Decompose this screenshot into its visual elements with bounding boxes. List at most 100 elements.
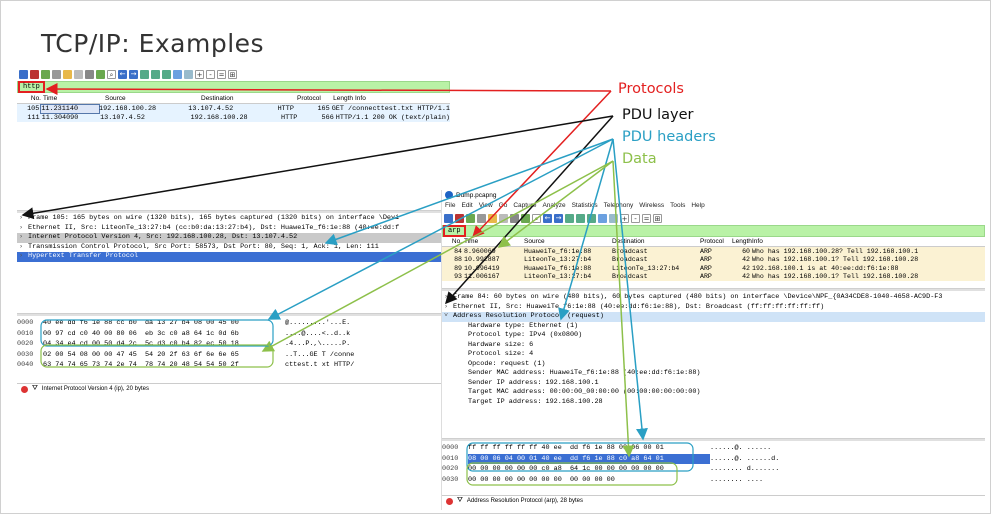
hex-ascii[interactable]: @.........'...E. xyxy=(285,319,351,327)
display-filter-bar[interactable]: http xyxy=(17,81,450,93)
detail-frame[interactable]: ›Frame 84: 60 bytes on wire (480 bits), … xyxy=(442,293,985,303)
hex-ascii[interactable]: ......@. ......d. xyxy=(710,454,780,463)
packet-row[interactable]: 88 10.992887 LiteonTe_13:27:b4 Broadcast… xyxy=(442,255,985,264)
arp-field[interactable]: Hardware type: Ethernet (1) xyxy=(468,321,579,330)
menu-go[interactable]: Go xyxy=(498,202,508,209)
shark-fin-icon[interactable] xyxy=(19,69,28,79)
col-length[interactable]: Length xyxy=(732,238,752,245)
zoom-reset-icon[interactable]: = xyxy=(217,69,226,79)
display-filter-bar[interactable]: arp xyxy=(442,225,985,237)
hex-bytes[interactable]: 63 74 74 65 73 74 2e 74 78 74 20 48 54 5… xyxy=(43,361,239,369)
hex-ascii[interactable]: .4...P.,\.....P. xyxy=(285,340,351,348)
colorize-icon[interactable] xyxy=(184,69,193,79)
hex-bytes[interactable]: 00 00 00 00 00 00 c0 a8 64 1c 00 00 00 0… xyxy=(468,465,664,473)
options-icon[interactable] xyxy=(477,213,486,223)
chevron-right-icon[interactable]: › xyxy=(444,302,449,311)
save-icon[interactable] xyxy=(499,213,508,223)
col-source[interactable]: Source xyxy=(524,238,545,245)
reload-icon[interactable] xyxy=(96,69,105,79)
col-no[interactable]: No. xyxy=(30,94,41,102)
autoscroll-icon[interactable] xyxy=(173,69,182,79)
menu-analyze[interactable]: Analyze xyxy=(542,202,566,209)
hex-bytes[interactable]: 02 00 54 08 00 00 47 45 54 20 2f 63 6f 6… xyxy=(43,350,239,359)
hex-ascii[interactable]: ........ .... xyxy=(710,475,764,484)
arp-field[interactable]: Sender MAC address: HuaweiTe_f6:1e:88 (4… xyxy=(468,369,701,377)
open-file-icon[interactable] xyxy=(488,213,497,223)
menu-view[interactable]: View xyxy=(478,202,493,209)
detail-arp[interactable]: ˅Address Resolution Protocol (request) xyxy=(442,312,985,322)
pane-splitter[interactable] xyxy=(442,288,985,291)
open-file-icon[interactable] xyxy=(63,69,72,79)
pane-splitter[interactable] xyxy=(17,210,450,213)
col-info[interactable]: Info xyxy=(752,238,763,245)
col-length[interactable]: Length xyxy=(333,94,353,102)
resize-columns-icon[interactable]: ⊞ xyxy=(653,213,662,223)
packet-row[interactable]: 111 11.304090 13.107.4.52 192.168.100.28… xyxy=(17,113,450,122)
hex-ascii[interactable]: ..T...GE T /conne xyxy=(285,350,355,359)
arp-field[interactable]: Sender IP address: 192.168.100.1 xyxy=(468,378,599,387)
autoscroll-icon[interactable] xyxy=(598,213,607,223)
chevron-right-icon[interactable]: › xyxy=(19,252,24,260)
hex-ascii[interactable]: cttest.t xt HTTP/ xyxy=(285,361,355,369)
hex-bytes[interactable]: 00 00 00 00 00 00 00 00 00 00 00 00 xyxy=(468,475,615,484)
col-destination[interactable]: Destination xyxy=(201,94,234,102)
resize-columns-icon[interactable]: ⊞ xyxy=(228,69,237,79)
restart-icon[interactable] xyxy=(41,69,50,79)
pane-splitter[interactable] xyxy=(17,313,450,316)
arp-field[interactable]: Target IP address: 192.168.100.28 xyxy=(468,397,603,406)
menu-tools[interactable]: Tools xyxy=(670,202,686,209)
first-packet-icon[interactable] xyxy=(576,213,585,223)
record-status-icon[interactable] xyxy=(446,497,453,505)
menu-statistics[interactable]: Statistics xyxy=(571,202,598,209)
detail-ipv4[interactable]: ›Internet Protocol Version 4, Src: 192.1… xyxy=(17,233,450,243)
chevron-down-icon[interactable]: ˅ xyxy=(444,312,449,320)
detail-frame[interactable]: ›Frame 105: 165 bytes on wire (1320 bits… xyxy=(17,214,450,224)
find-icon[interactable]: ⌕ xyxy=(107,69,116,79)
last-packet-icon[interactable] xyxy=(162,69,171,79)
zoom-reset-icon[interactable]: = xyxy=(642,213,651,223)
zoom-out-icon[interactable]: - xyxy=(206,69,215,79)
detail-http[interactable]: ›Hypertext Transfer Protocol xyxy=(17,252,450,262)
menu-capture[interactable]: Capture xyxy=(513,202,537,209)
col-source[interactable]: Source xyxy=(105,94,126,102)
detail-tcp[interactable]: ›Transmission Control Protocol, Src Port… xyxy=(17,243,450,253)
col-no[interactable]: No. xyxy=(451,238,462,245)
hex-ascii[interactable]: ......@. ...... xyxy=(710,444,772,452)
hex-bytes[interactable]: 00 97 cd c0 40 00 80 06 eb 3c c0 a8 64 1… xyxy=(43,329,239,338)
detail-ethernet[interactable]: ›Ethernet II, Src: HuaweiTe_f6:1e:88 (40… xyxy=(442,303,985,313)
display-filter-input[interactable]: http xyxy=(18,81,45,93)
zoom-in-icon[interactable]: + xyxy=(620,213,629,223)
forward-arrow-icon[interactable]: → xyxy=(129,69,138,79)
menu-help[interactable]: Help xyxy=(691,202,705,209)
first-packet-icon[interactable] xyxy=(151,69,160,79)
back-arrow-icon[interactable]: ← xyxy=(543,213,552,223)
reload-icon[interactable] xyxy=(521,213,530,223)
chevron-right-icon[interactable]: › xyxy=(19,214,24,222)
stop-icon[interactable] xyxy=(455,213,464,223)
filter-status-icon[interactable]: ⛛ xyxy=(32,385,38,392)
packet-row[interactable]: 105 11.231140 192.168.100.28 13.107.4.52… xyxy=(17,103,450,114)
col-protocol[interactable]: Protocol xyxy=(700,238,724,245)
arp-field[interactable]: Opcode: request (1) xyxy=(468,359,546,368)
display-filter-input[interactable]: arp xyxy=(443,225,466,237)
zoom-out-icon[interactable]: - xyxy=(631,213,640,223)
colorize-icon[interactable] xyxy=(609,213,618,223)
hex-bytes[interactable]: ff ff ff ff ff ff 40 ee dd f6 1e 88 08 0… xyxy=(468,444,664,452)
chevron-right-icon[interactable]: › xyxy=(19,223,24,232)
col-protocol[interactable]: Protocol xyxy=(297,94,321,102)
chevron-right-icon[interactable]: › xyxy=(19,242,24,251)
menu-wireless[interactable]: Wireless xyxy=(639,202,665,209)
zoom-in-icon[interactable]: + xyxy=(195,69,204,79)
forward-arrow-icon[interactable]: → xyxy=(554,213,563,223)
close-file-icon[interactable] xyxy=(85,69,94,79)
packet-row[interactable]: 93 11.006167 LiteonTe_13:27:b4 Broadcast… xyxy=(442,272,985,281)
arp-field[interactable]: Protocol type: IPv4 (0x0800) xyxy=(468,331,583,339)
stop-icon[interactable] xyxy=(30,69,39,79)
hex-bytes[interactable]: 40 ee dd f6 1e 88 cc b0 da 13 27 b4 08 0… xyxy=(43,319,239,327)
menu-file[interactable]: File xyxy=(445,202,456,209)
packet-row[interactable]: 84 8.960069 HuaweiTe_f6:1e:88 Broadcast … xyxy=(442,247,985,256)
menu-telephony[interactable]: Telephony xyxy=(603,202,634,209)
menu-edit[interactable]: Edit xyxy=(461,202,473,209)
filter-status-icon[interactable]: ⛛ xyxy=(457,497,463,504)
options-icon[interactable] xyxy=(52,69,61,79)
